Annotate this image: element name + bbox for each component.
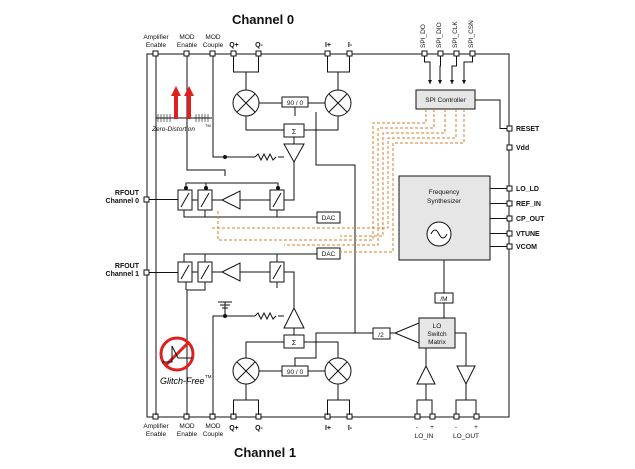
zero-distortion-tm: TM (205, 123, 211, 128)
bottom-pin-pads (152, 413, 480, 420)
pin-rfout-1-1: RFOUT (115, 263, 140, 270)
channel-1-output: DAC (149, 247, 341, 415)
pin-ref-in: REF_IN (516, 201, 541, 208)
pin-lo-in: LO_IN (415, 433, 434, 440)
channel-0-modulator: 90 / 0 Σ (186, 56, 356, 333)
title-channel-1: Channel 1 (234, 445, 296, 460)
zero-distortion-text: Zero-Distortion (151, 126, 195, 133)
summer-0-label: Σ (292, 129, 297, 136)
resistor-0 (254, 152, 277, 162)
synth-label-1: Frequency (429, 189, 460, 196)
pin-mod-couple-bot-2: Couple (203, 431, 224, 438)
right-pins: RESET Vdd LO_LD REF_IN CP_OUT VTUNE VCOM (506, 125, 545, 251)
reset-line (475, 99, 507, 129)
pin-i-minus-bot: I- (348, 425, 353, 432)
glitch-free-tm: TM (205, 374, 212, 379)
svg-text:-: - (416, 424, 418, 431)
pin-rfout-1-2: Channel 1 (106, 271, 140, 278)
pin-q-minus-bot: Q- (255, 425, 263, 432)
pin-vcom: VCOM (516, 244, 537, 251)
amp-1-vga (283, 306, 305, 329)
pin-i-plus-bot: I+ (325, 425, 331, 432)
glitch-free-logo: Glitch-Free TM (159, 336, 212, 386)
synth-label-2: Synthesizer (427, 198, 462, 205)
resistor-1 (254, 311, 277, 321)
pin-amp-enable-top-1: Amplifier (143, 34, 169, 41)
amp-0-vga (283, 143, 305, 164)
pin-spi-dio: SPI_DIO (436, 22, 443, 48)
pin-amp-enable-bot-2: Enable (146, 431, 167, 438)
pin-mod-enable-bot-2: Enable (177, 431, 198, 438)
pin-cp-out: CP_OUT (516, 216, 545, 223)
phase-shifter-1-label: 90 / 0 (287, 369, 304, 376)
pin-mod-couple-bot-1: MOD (205, 423, 220, 430)
pin-mod-enable-top-1: MOD (179, 34, 194, 41)
pin-spi-do: SPI_DO (420, 24, 427, 48)
channel-1-modulator: Σ 90 / 0 (212, 301, 355, 415)
pin-reset: RESET (516, 126, 540, 133)
dac-0-label: DAC (322, 215, 336, 222)
pin-q-plus-bot: Q+ (229, 425, 239, 432)
divide-m-label: /M (440, 296, 447, 303)
phase-shifter-0-label: 90 / 0 (287, 100, 304, 107)
pin-q-plus-top: Q+ (229, 42, 239, 49)
pin-spi-csn: SPI_CSN (468, 20, 475, 48)
svg-text:+: + (474, 424, 478, 431)
pin-i-plus-top: I+ (325, 42, 331, 49)
pin-rfout-0-2: Channel 0 (106, 198, 140, 205)
pin-lo-ld: LO_LD (516, 186, 539, 193)
pin-mod-enable-top-2: Enable (177, 42, 198, 49)
lo-switch-label-2: Switch (427, 331, 447, 338)
lo-path: /M LO Switch Matrix /2 (355, 292, 477, 414)
amp-0-out (220, 190, 241, 210)
dac-1-label: DAC (322, 251, 336, 258)
pin-i-minus-top: I- (348, 42, 353, 49)
bottom-pin-labels: Amplifier Enable MOD Enable MOD Couple Q… (143, 423, 479, 440)
glitch-free-text: Glitch-Free (160, 376, 205, 386)
synth-block (398, 175, 491, 261)
pin-lo-out: LO_OUT (453, 433, 479, 440)
zero-distortion-logo: Zero-Distortion TM (151, 86, 212, 133)
pin-mod-couple-top-2: Couple (203, 42, 224, 49)
lo-buffer (393, 322, 420, 344)
pin-vdd: Vdd (516, 145, 529, 152)
pin-spi-clk: SPI_CLK (452, 21, 459, 48)
pin-amp-enable-bot-1: Amplifier (143, 423, 169, 430)
lo-in-amp (416, 364, 436, 385)
pin-vtune: VTUNE (516, 231, 540, 238)
pin-mod-enable-bot-1: MOD (179, 423, 194, 430)
lo-out-amp (456, 365, 476, 386)
svg-text:+: + (430, 424, 434, 431)
lo-switch-label-1: LO (433, 323, 442, 330)
pin-mod-couple-top-1: MOD (205, 34, 220, 41)
spi-section: SPI Controller (415, 56, 476, 110)
frequency-synthesizer: Frequency Synthesizer (398, 175, 507, 293)
spi-controller-label: SPI Controller (425, 97, 466, 104)
title-channel-0: Channel 0 (232, 12, 294, 27)
channel-0-output: DAC (149, 56, 341, 415)
divide-2-label: /2 (378, 332, 384, 339)
top-pin-labels: Amplifier Enable MOD Enable MOD Couple Q… (143, 20, 475, 49)
lo-switch-label-3: Matrix (428, 339, 446, 346)
control-bus (212, 109, 465, 253)
amp-1-out (220, 262, 241, 282)
summer-1-label: Σ (292, 340, 297, 347)
pin-q-minus-top: Q- (255, 42, 263, 49)
pin-amp-enable-top-2: Enable (146, 42, 167, 49)
svg-text:-: - (455, 424, 457, 431)
pin-rfout-0-1: RFOUT (115, 190, 140, 197)
left-pins: RFOUT Channel 0 RFOUT Channel 1 (106, 190, 150, 278)
